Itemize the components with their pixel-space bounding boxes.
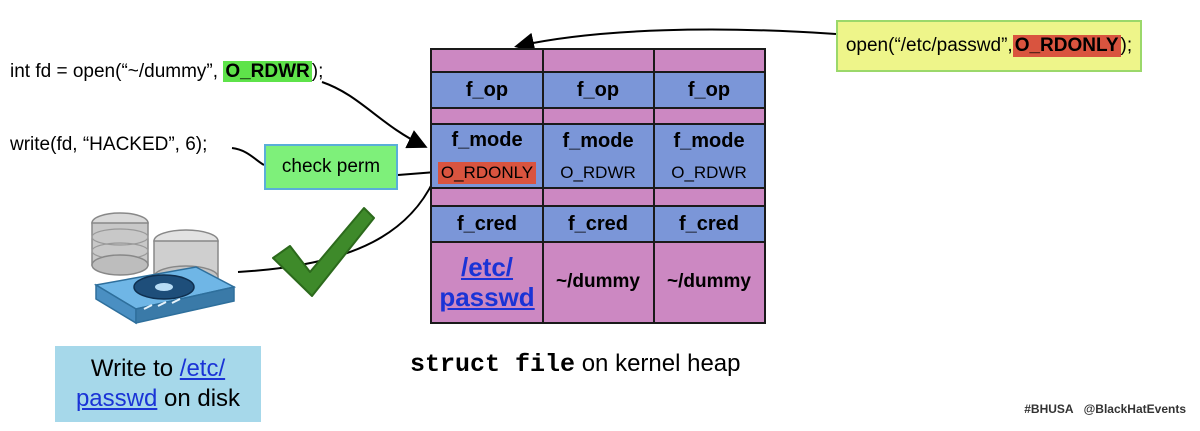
f-op-cell-1: f_op <box>432 72 542 108</box>
line-check-to-mode <box>397 171 437 176</box>
grid-hline-5 <box>432 205 764 207</box>
path-cell-dummy-1: ~/dummy <box>543 242 653 322</box>
on-disk-suffix: on disk <box>157 385 241 412</box>
etc-link[interactable]: /etc/ <box>179 355 226 382</box>
footer-tags: #BHUSA @BlackHatEvents <box>1014 402 1186 416</box>
path-cell-dummy-2: ~/dummy <box>654 242 764 322</box>
f-op-cell-2: f_op <box>543 72 653 108</box>
caption-code: struct file <box>410 350 576 379</box>
caption-rest: on kernel heap <box>575 350 741 377</box>
f-mode-cell-2: f_mode O_RDWR <box>543 124 653 188</box>
f-cred-cell-3: f_cred <box>654 206 764 242</box>
footer-handle: @BlackHatEvents <box>1083 402 1186 416</box>
grid-hline-3 <box>432 123 764 125</box>
f-mode-label: f_mode <box>451 128 523 151</box>
open-dummy-code: int fd = open(“~/dummy”, O_RDWR); <box>10 61 323 83</box>
open-passwd-suffix: ); <box>1120 35 1133 56</box>
f-mode-cell-3: f_mode O_RDWR <box>654 124 764 188</box>
struct-file-table: f_op f_op f_op f_mode O_RDONLY f_mode O_… <box>430 48 766 324</box>
f-cred-cell-1: f_cred <box>432 206 542 242</box>
line-mode-to-disk <box>237 179 435 273</box>
open-passwd-box: open(“/etc/passwd”, O_RDONLY); <box>836 20 1142 72</box>
path-cell-passwd: /etc/ passwd <box>432 242 542 322</box>
o-rdonly-flag: O_RDONLY <box>1012 35 1121 57</box>
o-rdwr-flag: O_RDWR <box>223 61 312 82</box>
struct-file-caption: struct file on kernel heap <box>410 350 741 379</box>
mode-value-rdwr: O_RDWR <box>671 162 747 182</box>
f-cred-cell-2: f_cred <box>543 206 653 242</box>
write-to-disk-text: Write to /etc/ passwd on disk <box>76 354 240 414</box>
line-write-to-check <box>231 147 265 166</box>
open-dummy-prefix: int fd = open(“~/dummy”, <box>10 61 224 82</box>
pad-row-top <box>432 50 764 72</box>
grid-hline-2 <box>432 107 764 109</box>
open-passwd-prefix: open(“/etc/passwd”, <box>845 35 1013 56</box>
passwd-path-line1: /etc/ <box>460 252 514 282</box>
f-mode-label: f_mode <box>673 129 745 152</box>
arrow-open-dummy <box>321 81 428 149</box>
footer-hashtag: #BHUSA <box>1024 402 1074 416</box>
hard-disk-icon <box>93 266 237 325</box>
open-dummy-suffix: ); <box>311 61 324 82</box>
grid-hline-4 <box>432 187 764 189</box>
checkmark-icon <box>272 207 375 297</box>
write-to-prefix: Write to <box>90 355 180 382</box>
f-mode-cell-1: f_mode O_RDONLY <box>432 124 542 188</box>
pad-row-3 <box>432 188 764 206</box>
grid-vline-2 <box>653 50 655 322</box>
mode-value-rdwr: O_RDWR <box>560 162 636 182</box>
passwd-path-line2: passwd <box>439 282 535 312</box>
passwd-link[interactable]: passwd <box>75 385 158 412</box>
arrow-open-passwd <box>514 28 837 53</box>
write-code: write(fd, “HACKED”, 6); <box>10 134 208 155</box>
f-op-cell-3: f_op <box>654 72 764 108</box>
grid-vline-1 <box>542 50 544 322</box>
check-perm-box: check perm <box>264 144 398 190</box>
disk-illustration <box>91 212 237 325</box>
mode-value-rdonly: O_RDONLY <box>437 161 537 184</box>
write-to-disk-box: Write to /etc/ passwd on disk <box>55 346 261 422</box>
grid-hline-6 <box>432 241 764 243</box>
f-mode-label: f_mode <box>562 129 634 152</box>
pad-row-2 <box>432 108 764 124</box>
grid-hline-1 <box>432 71 764 73</box>
